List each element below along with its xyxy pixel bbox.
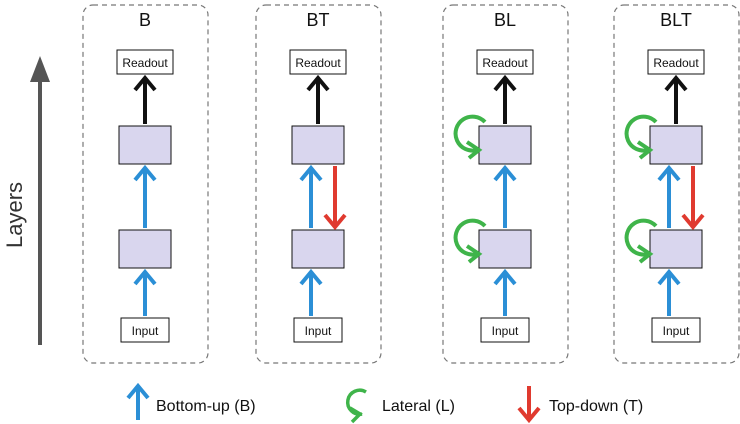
panel-border: [442, 4, 569, 364]
readout-label: Readout: [482, 56, 528, 70]
lateral-loop-layer2: [453, 114, 487, 160]
panel-border: [82, 4, 209, 364]
bottom-up-arrow-layer2: [493, 164, 517, 228]
readout-label: Readout: [653, 56, 699, 70]
input-box: [120, 317, 170, 343]
panel-title: BT: [306, 10, 329, 30]
layer-1-box: [478, 229, 532, 269]
bottom-up-arrow-icon: [126, 382, 150, 420]
readout-arrow: [133, 74, 157, 124]
legend-item-top-down: Top-down (T): [517, 386, 643, 424]
layer-2-box: [649, 125, 703, 165]
layers-axis-label: Layers: [2, 182, 27, 248]
bottom-up-arrow-layer2: [133, 164, 157, 228]
input-label: Input: [305, 324, 332, 338]
bottom-up-arrow-layer1: [657, 268, 681, 316]
panel-border: [255, 4, 382, 364]
panel-title: B: [139, 10, 151, 30]
layer-2-box: [478, 125, 532, 165]
legend-label: Bottom-up (B): [156, 398, 256, 415]
bottom-up-arrow-layer2: [657, 164, 681, 228]
layer-1-box: [291, 229, 345, 269]
input-box: [651, 317, 701, 343]
legend-item-bottom-up: Bottom-up (B): [126, 382, 256, 420]
input-label: Input: [132, 324, 159, 338]
input-label: Input: [492, 324, 519, 338]
readout-box: [476, 49, 534, 75]
panel-blt: BLT Readout Input: [613, 4, 740, 364]
layer-1-box: [649, 229, 703, 269]
lateral-loop-layer1: [453, 218, 487, 264]
layer-2-box: [118, 125, 172, 165]
readout-label: Readout: [122, 56, 168, 70]
legend-label: Top-down (T): [549, 398, 643, 415]
top-down-arrow-icon: [517, 386, 541, 424]
readout-arrow: [493, 74, 517, 124]
legend-label: Lateral (L): [382, 398, 455, 415]
readout-label: Readout: [295, 56, 341, 70]
layer-2-box: [291, 125, 345, 165]
panel-bl: BL Readout Input: [442, 4, 569, 364]
readout-arrow: [664, 74, 688, 124]
layer-1-box: [118, 229, 172, 269]
readout-arrow: [306, 74, 330, 124]
panel-b: B Readout Input: [82, 4, 209, 364]
lateral-loop-layer1: [624, 218, 658, 264]
bottom-up-arrow-layer1: [133, 268, 157, 316]
legend-item-lateral: Lateral (L): [345, 388, 455, 424]
panel-border: [613, 4, 740, 364]
readout-box: [289, 49, 347, 75]
input-box: [293, 317, 343, 343]
readout-box: [647, 49, 705, 75]
panel-bt: BT Readout Input: [255, 4, 382, 364]
layers-axis-arrowhead: [30, 56, 50, 82]
readout-box: [116, 49, 174, 75]
panel-title: BLT: [660, 10, 692, 30]
top-down-arrow: [323, 166, 347, 231]
legend: Bottom-up (B) Lateral (L) Top-down (T): [126, 382, 643, 424]
input-box: [480, 317, 530, 343]
panel-title: BL: [494, 10, 516, 30]
bottom-up-arrow-layer1: [299, 268, 323, 316]
bottom-up-arrow-layer1: [493, 268, 517, 316]
lateral-loop-layer2: [624, 114, 658, 160]
bottom-up-arrow-layer2: [299, 164, 323, 228]
lateral-loop-icon: [345, 388, 367, 424]
layers-axis: Layers: [2, 56, 50, 345]
top-down-arrow: [681, 166, 705, 231]
input-label: Input: [663, 324, 690, 338]
